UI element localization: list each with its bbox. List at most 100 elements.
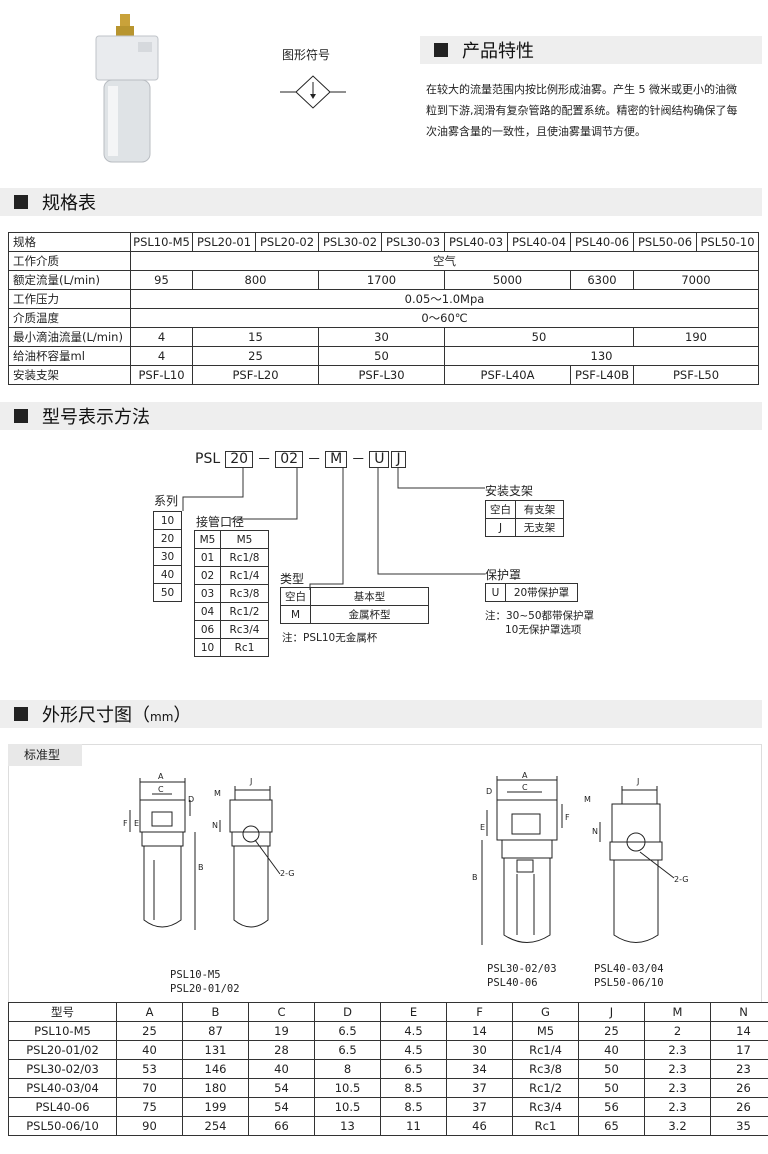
dim-letter-j: J [249, 777, 252, 786]
dims-col-header: E [380, 1002, 447, 1022]
dims-cell: 40 [578, 1040, 645, 1060]
dims-cell: 54 [248, 1097, 315, 1117]
spec-model-header: PSL30-03 [381, 232, 445, 252]
code-option-cell: Rc1 [220, 638, 269, 657]
dims-cell: 2.3 [644, 1040, 711, 1060]
code-option-cell: Rc3/8 [220, 584, 269, 603]
code-guard-box: U [369, 450, 390, 468]
dims-cell: 46 [446, 1116, 513, 1136]
dims-cell: 28 [248, 1040, 315, 1060]
dims-cell: PSL20-01/02 [8, 1040, 117, 1060]
dims-cell: 40 [116, 1040, 183, 1060]
dims-cell: 131 [182, 1040, 249, 1060]
dim-letter-c: C [158, 785, 164, 794]
code-option-cell: 无支架 [515, 518, 564, 537]
code-option-cell: Rc1/2 [220, 602, 269, 621]
dims-cell: 56 [578, 1097, 645, 1117]
dims-cell: 87 [182, 1021, 249, 1041]
dim-letter-m: M [584, 795, 591, 804]
spec-row: 工作介质空气 [8, 251, 759, 271]
dims-panel [8, 744, 762, 1002]
dims-cell: 14 [446, 1021, 513, 1041]
code-option-cell: 02 [194, 566, 221, 585]
port-label: 接管口径 [196, 515, 245, 529]
dim-letter-f: F [565, 813, 570, 822]
code-option-cell: 基本型 [310, 587, 429, 606]
dim-drawing-right: A C D E F B M J N 2-G [472, 771, 688, 945]
code-option-cell: M5 [194, 530, 221, 549]
spec-cell: 30 [318, 327, 445, 347]
dims-cell: 66 [248, 1116, 315, 1136]
code-port-box: 02 [275, 450, 304, 468]
caption-line: PSL40-06 [487, 977, 538, 989]
code-option-cell: 40 [153, 565, 182, 584]
dims-cell: 25 [116, 1021, 183, 1041]
dims-cell: 4.5 [380, 1040, 447, 1060]
dims-cell: 6.5 [314, 1040, 381, 1060]
dims-cell: 23 [710, 1059, 768, 1079]
model-prefix: PSL [195, 451, 221, 467]
code-option-cell: Rc1/8 [220, 548, 269, 567]
spec-header: 规格表 [0, 188, 762, 216]
dim-letter-f: F [123, 819, 128, 828]
dims-cell: 146 [182, 1059, 249, 1079]
dims-header: 外形尺寸图（mm） [0, 700, 762, 728]
spec-cell: PSF-L30 [318, 365, 445, 385]
dim-letter-j: J [636, 777, 639, 786]
spec-row-label: 安装支架 [8, 365, 131, 385]
type-note: 注：PSL10无金属杯 [282, 632, 378, 644]
symbol-label: 图形符号 [282, 48, 331, 62]
code-option-cell: 01 [194, 548, 221, 567]
code-option-cell: J [485, 518, 516, 537]
dims-cell: 14 [710, 1021, 768, 1041]
dims-cell: 26 [710, 1097, 768, 1117]
dims-cell: 6.5 [380, 1059, 447, 1079]
dims-col-header: G [512, 1002, 579, 1022]
code-option-cell: 20 [153, 529, 182, 548]
features-title: 产品特性 [462, 41, 534, 62]
code-option-cell: Rc3/4 [220, 620, 269, 639]
code-option-cell: 20带保护罩 [505, 583, 578, 602]
code-option-cell: 空白 [485, 500, 516, 519]
dims-cell: 2.3 [644, 1097, 711, 1117]
dims-title: 外形尺寸图（mm） [42, 705, 192, 726]
features-line: 次油雾含量的一致性，且使油雾量调节方便。 [426, 125, 646, 138]
dims-cell: 10.5 [314, 1078, 381, 1098]
dims-col-header: D [314, 1002, 381, 1022]
dims-cell: PSL30-02/03 [8, 1059, 117, 1079]
code-option-cell: 30 [153, 547, 182, 566]
model-code-header: 型号表示方法 [0, 402, 762, 430]
model-code-line: PSL 20 － 02 － M － U J [195, 449, 407, 469]
dim-letter-a: A [522, 771, 528, 780]
dims-cell: 65 [578, 1116, 645, 1136]
spec-row-label: 额定流量(L/min) [8, 270, 131, 290]
dims-cell: 8.5 [380, 1078, 447, 1098]
dims-cell: M5 [512, 1021, 579, 1041]
spec-title: 规格表 [42, 193, 96, 214]
dims-cell: 26 [710, 1078, 768, 1098]
code-option-cell: M5 [220, 530, 269, 549]
dim-drawing-left: A C D E F B M J N 2-G [123, 772, 294, 930]
dim-letter-n: N [212, 821, 218, 830]
dims-cell: 35 [710, 1116, 768, 1136]
code-option-cell: 金属杯型 [310, 605, 429, 624]
dims-cell: 54 [248, 1078, 315, 1098]
code-option-cell: 50 [153, 583, 182, 602]
code-option-cell: U [485, 583, 506, 602]
dims-col-header: A [116, 1002, 183, 1022]
dims-cell: 180 [182, 1078, 249, 1098]
code-option-cell: 空白 [280, 587, 311, 606]
product-photo [88, 12, 168, 167]
features-text: 在较大的流量范围内按比例形成油雾。产生 5 微米或更小的油微 粒到下游,润滑有复… [426, 79, 762, 142]
spec-model-header: PSL20-01 [192, 232, 256, 252]
caption-line: PSL30-02/03 [487, 963, 557, 975]
